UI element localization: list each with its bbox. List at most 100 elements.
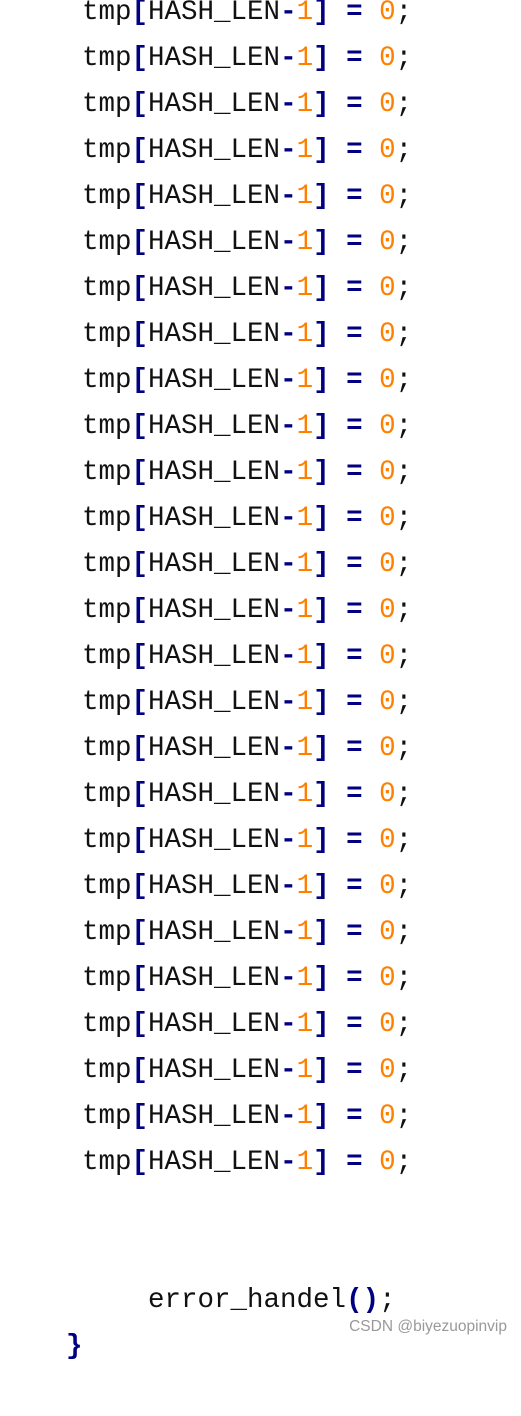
assign-operator: =	[346, 963, 363, 994]
variable-name: tmp	[82, 457, 132, 488]
open-bracket: [	[131, 457, 149, 488]
minus-operator: -	[280, 181, 297, 212]
semicolon: ;	[395, 687, 413, 718]
open-bracket: [	[131, 135, 149, 166]
minus-operator: -	[280, 503, 297, 534]
open-bracket: [	[131, 825, 149, 856]
open-bracket: [	[131, 1147, 149, 1178]
variable-name: tmp	[82, 0, 132, 28]
code-line: tmp[HASH_LEN-1] = 0;	[0, 404, 412, 450]
variable-name: tmp	[82, 43, 132, 74]
close-bracket: ]	[313, 503, 330, 534]
assigned-value: 0	[379, 871, 396, 902]
index-identifier: HASH_LEN	[148, 549, 281, 580]
index-identifier: HASH_LEN	[148, 871, 281, 902]
semicolon: ;	[395, 411, 413, 442]
minus-operator: -	[280, 135, 297, 166]
assigned-value: 0	[379, 43, 396, 74]
minus-operator: -	[280, 365, 297, 396]
assign-operator: =	[346, 687, 363, 718]
code-line: tmp[HASH_LEN-1] = 0;	[0, 128, 412, 174]
variable-name: tmp	[82, 1055, 132, 1086]
index-identifier: HASH_LEN	[148, 1101, 281, 1132]
close-bracket: ]	[313, 595, 330, 626]
open-bracket: [	[131, 411, 149, 442]
index-offset: 1	[296, 411, 314, 442]
variable-name: tmp	[82, 917, 132, 948]
semicolon: ;	[395, 641, 413, 672]
code-line: tmp[HASH_LEN-1] = 0;	[0, 864, 412, 910]
index-offset: 1	[296, 549, 314, 580]
code-line: tmp[HASH_LEN-1] = 0;	[0, 726, 412, 772]
semicolon: ;	[395, 135, 413, 166]
index-offset: 1	[296, 1009, 314, 1040]
open-bracket: [	[131, 273, 149, 304]
minus-operator: -	[280, 917, 297, 948]
semicolon: ;	[395, 457, 413, 488]
index-identifier: HASH_LEN	[148, 595, 281, 626]
index-offset: 1	[296, 319, 314, 350]
index-identifier: HASH_LEN	[148, 365, 281, 396]
code-line: tmp[HASH_LEN-1] = 0;	[0, 0, 412, 36]
index-offset: 1	[296, 687, 314, 718]
assign-operator: =	[346, 273, 363, 304]
function-name: error_handel	[148, 1285, 347, 1316]
index-offset: 1	[296, 457, 314, 488]
minus-operator: -	[280, 227, 297, 258]
assign-operator: =	[346, 641, 363, 672]
open-bracket: [	[131, 963, 149, 994]
assign-operator: =	[346, 0, 363, 28]
assigned-value: 0	[379, 319, 396, 350]
watermark: CSDN @biyezuopinvip	[349, 1318, 507, 1335]
index-identifier: HASH_LEN	[148, 273, 281, 304]
minus-operator: -	[280, 43, 297, 74]
open-bracket: [	[131, 917, 149, 948]
code-line: tmp[HASH_LEN-1] = 0;	[0, 818, 412, 864]
minus-operator: -	[280, 89, 297, 120]
semicolon: ;	[395, 871, 413, 902]
code-line: tmp[HASH_LEN-1] = 0;	[0, 450, 412, 496]
semicolon: ;	[395, 503, 413, 534]
code-line: tmp[HASH_LEN-1] = 0;	[0, 680, 412, 726]
open-bracket: [	[131, 181, 149, 212]
variable-name: tmp	[82, 365, 132, 396]
index-offset: 1	[296, 181, 314, 212]
index-offset: 1	[296, 503, 314, 534]
minus-operator: -	[280, 549, 297, 580]
variable-name: tmp	[82, 89, 132, 120]
close-bracket: ]	[313, 1009, 330, 1040]
close-bracket: ]	[313, 227, 330, 258]
index-identifier: HASH_LEN	[148, 503, 281, 534]
semicolon: ;	[395, 1009, 413, 1040]
close-bracket: ]	[313, 43, 330, 74]
index-identifier: HASH_LEN	[148, 43, 281, 74]
minus-operator: -	[280, 0, 297, 28]
code-line: tmp[HASH_LEN-1] = 0;	[0, 1048, 412, 1094]
semicolon: ;	[395, 319, 413, 350]
minus-operator: -	[280, 1055, 297, 1086]
assign-operator: =	[346, 917, 363, 948]
close-bracket: ]	[313, 825, 330, 856]
close-bracket: ]	[313, 273, 330, 304]
open-bracket: [	[131, 503, 149, 534]
index-offset: 1	[296, 1055, 314, 1086]
assigned-value: 0	[379, 779, 396, 810]
semicolon: ;	[395, 779, 413, 810]
open-bracket: [	[131, 1055, 149, 1086]
variable-name: tmp	[82, 411, 132, 442]
semicolon: ;	[395, 181, 413, 212]
assigned-value: 0	[379, 687, 396, 718]
variable-name: tmp	[82, 641, 132, 672]
assign-operator: =	[346, 227, 363, 258]
open-bracket: [	[131, 779, 149, 810]
index-offset: 1	[296, 1101, 314, 1132]
variable-name: tmp	[82, 181, 132, 212]
assigned-value: 0	[379, 733, 396, 764]
minus-operator: -	[280, 595, 297, 626]
close-bracket: ]	[313, 687, 330, 718]
index-identifier: HASH_LEN	[148, 641, 281, 672]
close-bracket: ]	[313, 963, 330, 994]
variable-name: tmp	[82, 1009, 132, 1040]
code-line: tmp[HASH_LEN-1] = 0;	[0, 772, 412, 818]
close-bracket: ]	[313, 365, 330, 396]
